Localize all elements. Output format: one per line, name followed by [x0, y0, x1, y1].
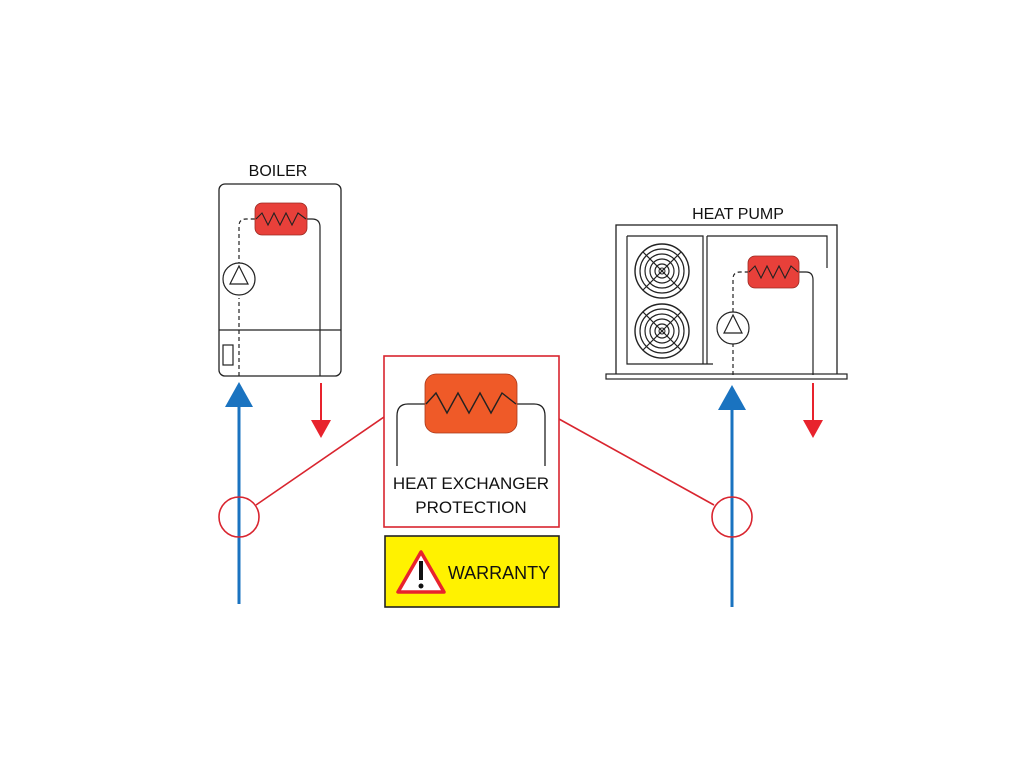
warranty-label: WARRANTY — [448, 563, 550, 583]
warranty-badge: WARRANTY — [384, 535, 560, 608]
large-heat-exchanger — [424, 373, 518, 434]
heat-pump-supply-pipe — [798, 271, 814, 375]
heat-pump-unit: HEAT PUMP — [605, 206, 848, 380]
boiler-install-point — [218, 416, 385, 538]
heat-pump-base — [605, 373, 848, 380]
exchanger-label-line1: HEAT EXCHANGER — [393, 474, 549, 493]
heat-pump-install-point — [558, 418, 753, 538]
boiler-coil-zigzag — [255, 211, 307, 227]
boiler-return-arrow — [225, 382, 253, 604]
heat-exchanger-protection-box: HEAT EXCHANGER PROTECTION — [383, 355, 560, 528]
fan-grille-icon — [634, 243, 690, 299]
fan-grille-icon — [634, 303, 690, 359]
pump-triangle-icon — [222, 262, 256, 296]
boiler-supply-arrow — [311, 383, 331, 438]
large-coil-zigzag — [425, 391, 517, 415]
heat-pump-body — [615, 224, 838, 376]
boiler-control-panel — [222, 344, 234, 366]
heat-pump-coil-zigzag — [748, 264, 799, 280]
boiler-supply-pipe — [306, 218, 321, 376]
exchanger-label-line2: PROTECTION — [415, 498, 526, 517]
boiler-unit: BOILER — [218, 163, 342, 377]
heat-pump-supply-arrow — [803, 383, 823, 438]
heat-pump-return-arrow — [718, 385, 746, 607]
exchanger-pipes — [396, 403, 546, 466]
boiler-return-pipe — [238, 218, 256, 376]
heat-pump-heat-exchanger — [747, 255, 800, 289]
boiler-heat-exchanger — [254, 202, 308, 236]
heat-pump-label: HEAT PUMP — [692, 206, 784, 223]
fan-compartment — [626, 235, 713, 365]
warning-triangle-icon — [396, 550, 446, 594]
boiler-label: BOILER — [249, 163, 308, 180]
heat-pump-return-pipe — [732, 271, 749, 375]
boiler-body — [218, 183, 342, 377]
pump-triangle-icon — [716, 311, 750, 345]
